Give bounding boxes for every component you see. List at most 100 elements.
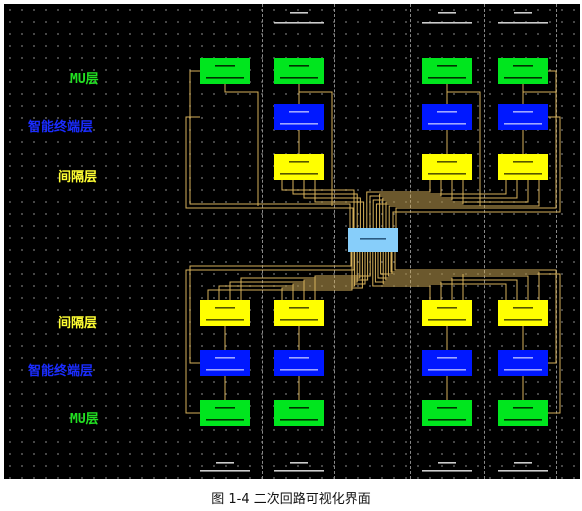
mu-device-block[interactable] — [200, 400, 250, 426]
device-text-mark — [289, 307, 309, 309]
column-footer-mark — [290, 462, 308, 464]
device-text-mark — [428, 77, 466, 79]
device-text-mark — [215, 65, 235, 67]
central-switch-block[interactable] — [348, 228, 398, 252]
section-divider — [262, 4, 263, 479]
device-text-mark — [289, 111, 309, 113]
wire-path — [207, 252, 353, 300]
column-header-mark — [498, 22, 548, 24]
label-bottom-terminal-layer: 智能终端层 — [28, 364, 94, 379]
mu-device-block[interactable] — [498, 400, 548, 426]
device-text-mark — [437, 65, 457, 67]
device-text-mark — [289, 65, 309, 67]
wire-path — [292, 180, 358, 228]
connection-lines — [185, 70, 561, 414]
wire-path — [382, 252, 507, 300]
device-text-mark — [437, 161, 457, 163]
intelligent-terminal-block[interactable] — [274, 104, 324, 130]
wire-path — [379, 180, 507, 228]
figure-caption: 图 1-4 二次回路可视化界面 — [211, 492, 371, 507]
bay-device-block[interactable] — [498, 154, 548, 180]
wire-path — [185, 252, 355, 414]
wire-path — [185, 116, 354, 228]
intelligent-terminal-block[interactable] — [498, 104, 548, 130]
mu-device-block[interactable] — [274, 400, 324, 426]
wire-path — [366, 180, 431, 228]
device-text-mark — [289, 357, 309, 359]
wire-path — [382, 180, 518, 228]
device-text-mark — [504, 319, 542, 321]
mu-device-block[interactable] — [422, 400, 472, 426]
wire-path — [292, 252, 366, 300]
bay-device-block[interactable] — [274, 300, 324, 326]
mu-device-block[interactable] — [200, 58, 250, 84]
device-text-mark — [215, 307, 235, 309]
intelligent-terminal-block[interactable] — [422, 104, 472, 130]
intelligent-terminal-block[interactable] — [498, 350, 548, 376]
device-text-mark — [513, 111, 533, 113]
device-text-mark — [289, 161, 309, 163]
wire-path — [388, 180, 540, 228]
wire-path — [377, 252, 453, 300]
column-header-mark — [438, 12, 456, 14]
device-text-mark — [437, 111, 457, 113]
wire-path — [391, 252, 561, 414]
wire-path — [314, 252, 371, 300]
device-text-mark — [280, 369, 318, 371]
wire-path — [189, 252, 352, 364]
device-blocks — [200, 12, 548, 472]
device-text-mark — [437, 357, 457, 359]
column-footer-mark — [274, 470, 324, 472]
column-footer-mark — [216, 462, 234, 464]
device-text-mark — [289, 407, 309, 409]
column-footer-mark — [422, 470, 472, 472]
column-footer-mark — [514, 462, 532, 464]
bay-device-block[interactable] — [422, 154, 472, 180]
wire-path — [375, 180, 464, 228]
mu-device-block[interactable] — [422, 58, 472, 84]
device-text-mark — [513, 161, 533, 163]
label-top-mu-layer: MU层 — [70, 72, 99, 87]
device-text-mark — [428, 173, 466, 175]
device-text-mark — [206, 319, 244, 321]
bay-device-block[interactable] — [274, 154, 324, 180]
device-text-mark — [206, 419, 244, 421]
mu-device-block[interactable] — [498, 58, 548, 84]
intelligent-terminal-block[interactable] — [274, 350, 324, 376]
column-header-mark — [274, 22, 324, 24]
section-divider — [556, 4, 557, 479]
wire-path — [298, 84, 333, 206]
device-text-mark — [428, 123, 466, 125]
label-bottom-mu-layer: MU层 — [70, 412, 99, 427]
device-text-mark — [428, 369, 466, 371]
bay-device-block[interactable] — [498, 300, 548, 326]
intelligent-terminal-block[interactable] — [422, 350, 472, 376]
label-top-bay-layer: 间隔层 — [58, 170, 98, 185]
wire-path — [303, 180, 361, 228]
diagram-canvas: MU层 智能终端层 间隔层 间隔层 智能终端层 MU层 — [4, 4, 580, 479]
wire-path — [385, 252, 518, 300]
intelligent-terminal-block[interactable] — [200, 350, 250, 376]
bay-device-block[interactable] — [422, 300, 472, 326]
wire-path — [240, 252, 361, 300]
column-footer-mark — [200, 470, 250, 472]
bay-device-block[interactable] — [200, 300, 250, 326]
device-text-mark — [504, 419, 542, 421]
wire-path — [372, 180, 453, 228]
mu-device-block[interactable] — [274, 58, 324, 84]
device-text-mark — [215, 407, 235, 409]
wire-path — [229, 252, 358, 300]
device-text-mark — [437, 307, 457, 309]
device-text-mark — [428, 319, 466, 321]
device-text-mark — [206, 77, 244, 79]
wire-path — [189, 70, 351, 228]
section-divider — [484, 4, 485, 479]
label-bottom-bay-layer: 间隔层 — [58, 316, 98, 331]
device-text-mark — [280, 319, 318, 321]
wire-path — [303, 252, 369, 300]
device-text-mark — [215, 357, 235, 359]
wire-path — [395, 70, 557, 228]
device-text-mark — [280, 419, 318, 421]
wire-path — [369, 180, 442, 228]
wire-path — [314, 180, 365, 228]
